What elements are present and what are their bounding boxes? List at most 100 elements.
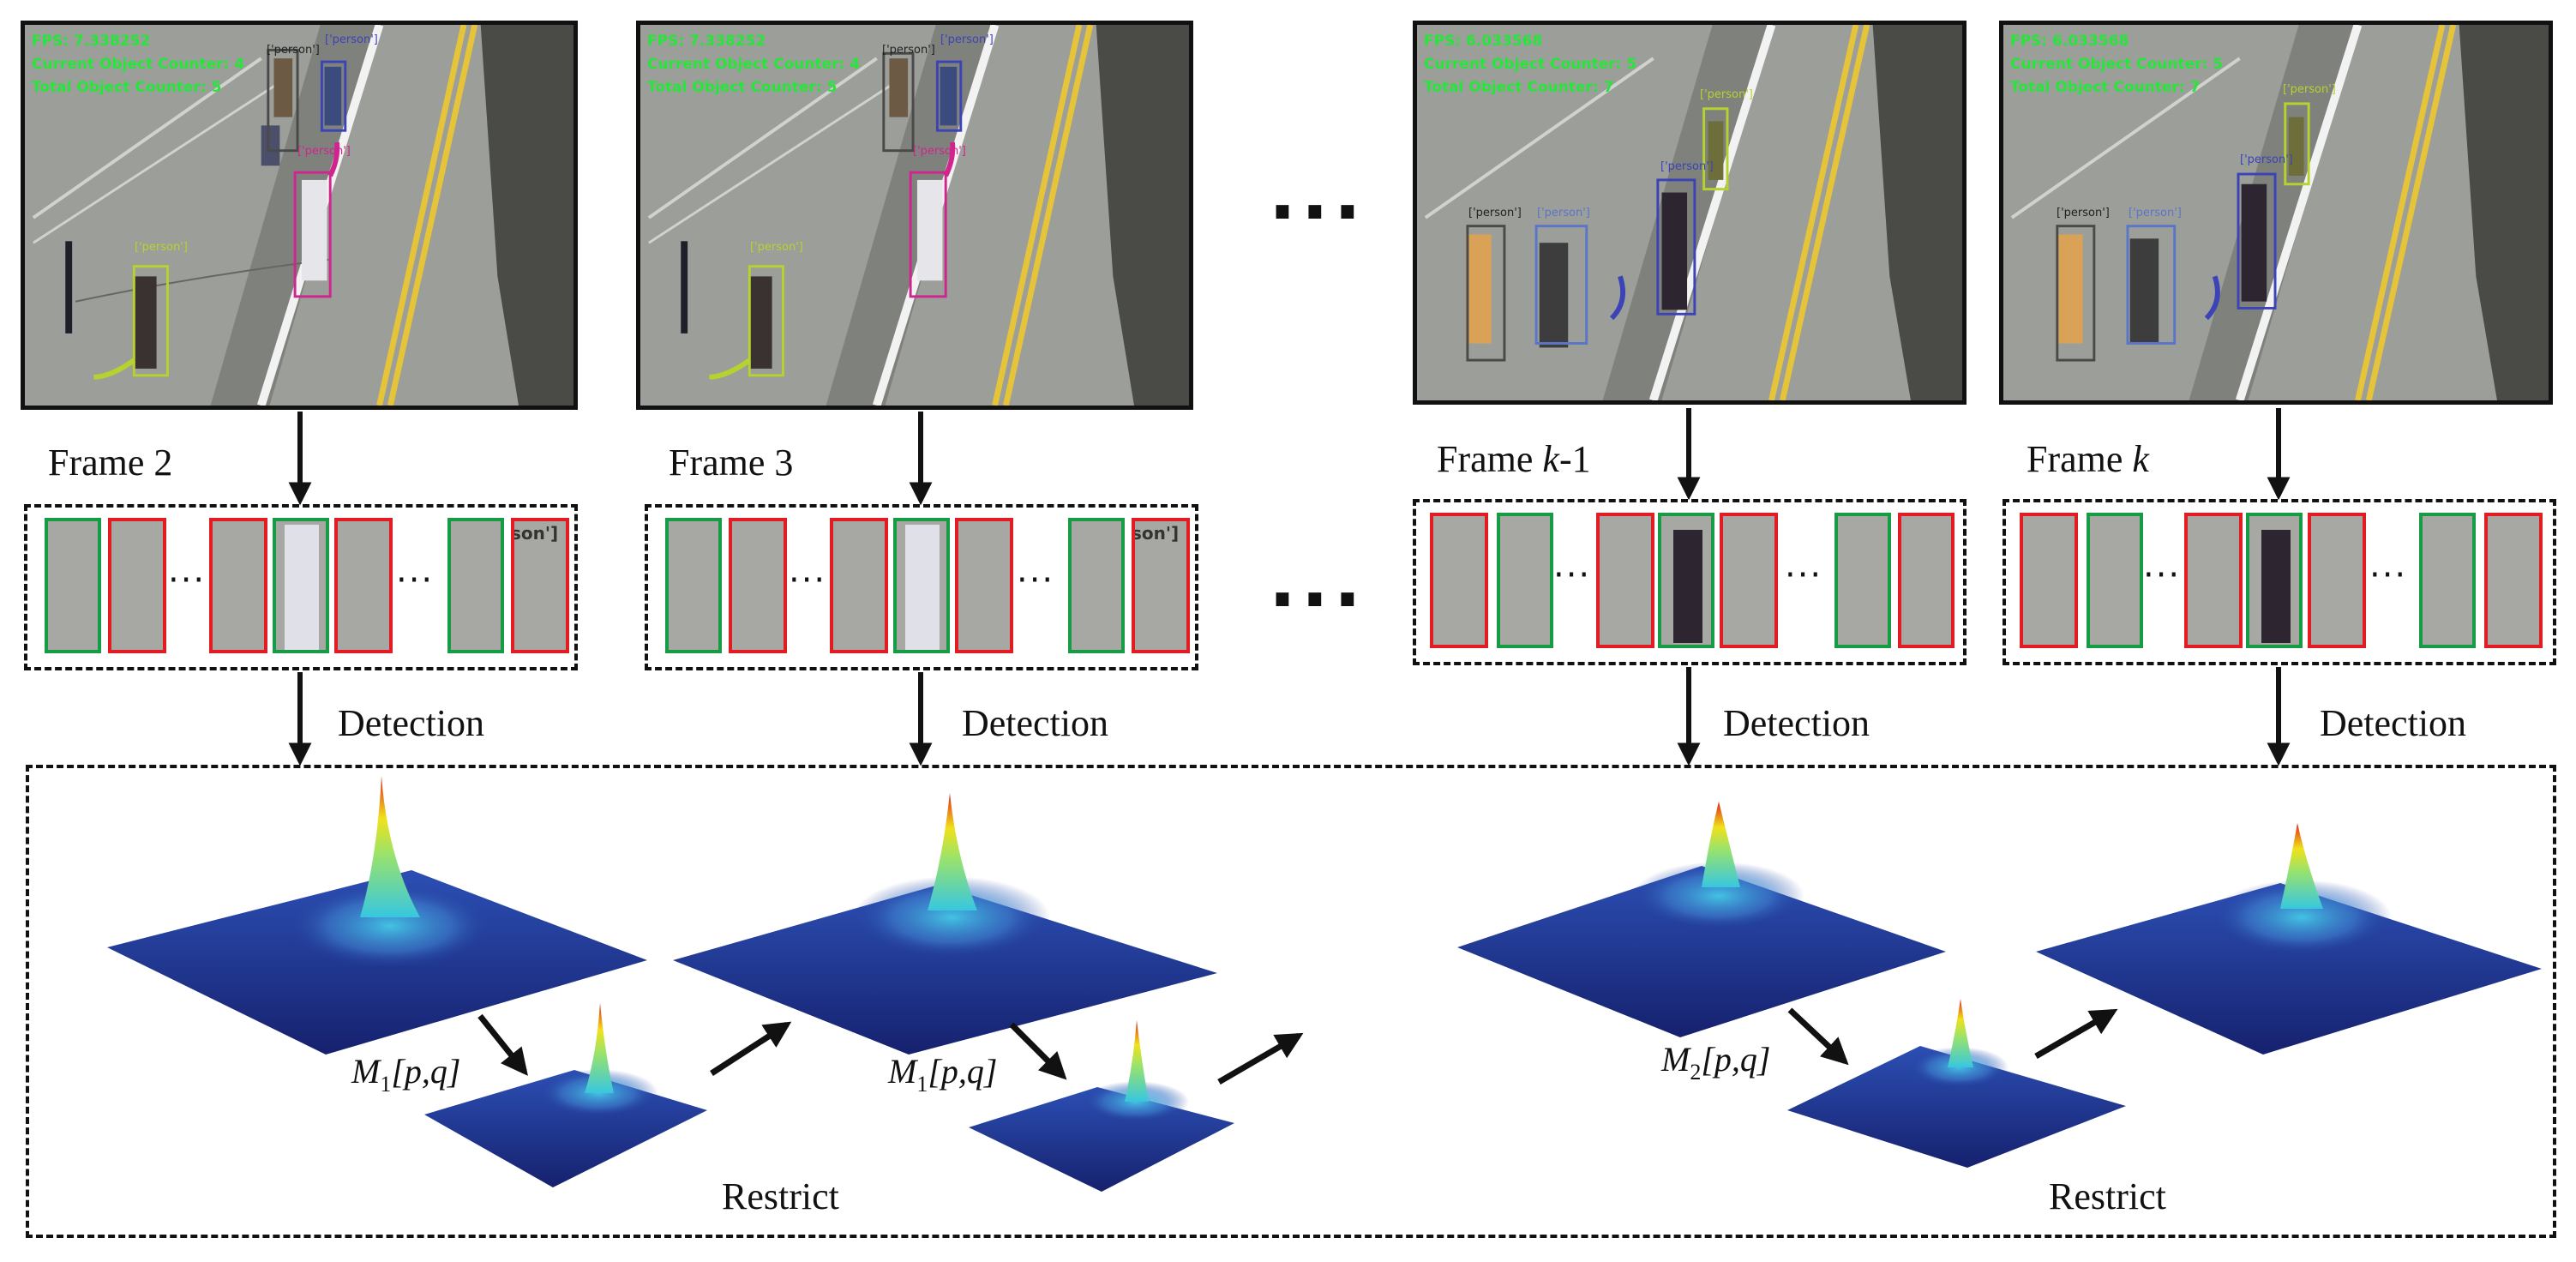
crop-tile bbox=[108, 518, 166, 653]
detection-label-2: Detection bbox=[338, 702, 485, 744]
detection-crops-frame-k: ··· ··· bbox=[2003, 499, 2556, 665]
strip-ellipsis: ··· bbox=[396, 561, 435, 600]
hud-overlay: FPS: 6.033568 Current Object Counter: 5 … bbox=[1424, 30, 1636, 99]
crop-tile bbox=[2308, 513, 2366, 648]
restrict-label: Restrict bbox=[722, 1175, 839, 1217]
crop-tile bbox=[2020, 513, 2078, 648]
crop-tile: son'] bbox=[511, 518, 569, 653]
box-tag: ['person'] bbox=[1660, 160, 1714, 173]
crop-tile bbox=[1658, 513, 1714, 648]
frame-label-k: Frame k bbox=[2027, 438, 2149, 480]
detection-crops-frame-2: ··· ··· son'] bbox=[24, 504, 578, 670]
frame-image-3: FPS: 7.338252 Current Object Counter: 4 … bbox=[636, 21, 1193, 410]
box-tag: ['person'] bbox=[2129, 207, 2182, 219]
frame-image-2: FPS: 7.338252 Current Object Counter: 4 … bbox=[21, 21, 578, 410]
fps-readout: FPS: 7.338252 bbox=[647, 33, 766, 50]
arrow-restrict-down bbox=[477, 1013, 528, 1076]
strip-ellipsis: ··· bbox=[1017, 561, 1055, 600]
hud-overlay: FPS: 6.033568 Current Object Counter: 5 … bbox=[2010, 30, 2223, 99]
crop-tile bbox=[2184, 513, 2243, 648]
box-tag: ['person'] bbox=[325, 33, 378, 46]
crop-tile bbox=[2246, 513, 2303, 648]
top-ellipsis: ··· bbox=[1269, 170, 1366, 254]
box-tag: ['person'] bbox=[267, 44, 320, 57]
detection-label-k: Detection bbox=[2320, 702, 2467, 744]
crop-tile bbox=[1497, 513, 1553, 648]
crop-tile bbox=[729, 518, 787, 653]
box-tag: ['person'] bbox=[2240, 153, 2293, 166]
response-map-small bbox=[1787, 999, 2126, 1168]
strip-ellipsis: ··· bbox=[789, 561, 827, 600]
strip-ellipsis: ··· bbox=[168, 561, 207, 600]
crop-tile bbox=[893, 518, 950, 653]
crop-tile bbox=[273, 518, 329, 653]
detection-crops-frame-k-minus-1: ··· ··· bbox=[1413, 499, 1967, 665]
arrow-restrict-up bbox=[2034, 1008, 2118, 1060]
crop-tile bbox=[1596, 513, 1654, 648]
street-scene bbox=[25, 25, 573, 406]
crop-tile bbox=[1720, 513, 1778, 648]
crop-tile: son'] bbox=[1132, 518, 1190, 653]
box-tag: ['person'] bbox=[2057, 207, 2110, 219]
total-counter: Total Object Counter: 5 bbox=[647, 79, 838, 96]
crop-tile bbox=[447, 518, 504, 653]
box-tag: ['person'] bbox=[2283, 83, 2336, 96]
box-tag: ['person'] bbox=[750, 241, 803, 254]
current-counter: Current Object Counter: 4 bbox=[647, 56, 861, 73]
frame-image-k: FPS: 6.033568 Current Object Counter: 5 … bbox=[1999, 21, 2553, 405]
crop-tile bbox=[1430, 513, 1488, 648]
current-counter: Current Object Counter: 4 bbox=[32, 56, 245, 73]
hud-overlay: FPS: 7.338252 Current Object Counter: 4 … bbox=[32, 30, 244, 99]
strip-ellipsis: ··· bbox=[2369, 556, 2408, 595]
street-scene bbox=[1417, 25, 1962, 400]
arrow-restrict-down bbox=[1787, 1007, 1849, 1066]
crop-tile bbox=[1068, 518, 1125, 653]
crop-overlay-text: son'] bbox=[511, 523, 559, 544]
detection-label-k-minus-1: Detection bbox=[1723, 702, 1870, 744]
total-counter: Total Object Counter: 5 bbox=[32, 79, 222, 96]
box-tag: ['person'] bbox=[1700, 88, 1753, 101]
crop-tile bbox=[2087, 513, 2143, 648]
strip-ellipsis: ··· bbox=[1553, 556, 1592, 595]
frame-image-k-minus-1: FPS: 6.033568 Current Object Counter: 5 … bbox=[1413, 21, 1967, 405]
street-scene bbox=[2003, 25, 2549, 400]
response-map-large bbox=[673, 793, 1217, 1055]
fps-readout: FPS: 6.033568 bbox=[1424, 33, 1543, 50]
total-counter: Total Object Counter: 7 bbox=[1424, 79, 1614, 96]
frame-label-3: Frame 3 bbox=[669, 442, 794, 484]
response-map-large bbox=[107, 776, 647, 1055]
crop-tile bbox=[665, 518, 722, 653]
response-map-panel bbox=[26, 765, 2556, 1238]
transform-label-m1: M1[p,q] bbox=[351, 1052, 461, 1097]
total-counter: Total Object Counter: 7 bbox=[2010, 79, 2201, 96]
crop-tile bbox=[334, 518, 393, 653]
box-tag: ['person'] bbox=[882, 44, 935, 57]
detection-label-3: Detection bbox=[962, 702, 1109, 744]
crop-tile bbox=[830, 518, 888, 653]
box-tag: ['person'] bbox=[1537, 207, 1590, 219]
box-tag: ['person'] bbox=[297, 145, 351, 158]
transform-label-m2: M2[p,q] bbox=[1661, 1040, 1771, 1085]
crop-tile bbox=[955, 518, 1013, 653]
current-counter: Current Object Counter: 5 bbox=[2010, 56, 2224, 73]
response-map-large bbox=[2036, 823, 2542, 1055]
crop-tile bbox=[1898, 513, 1955, 648]
frame-label-k-minus-1: Frame k-1 bbox=[1437, 438, 1591, 480]
crop-overlay-text: son'] bbox=[1132, 523, 1180, 544]
arrow-restrict-up bbox=[710, 1021, 792, 1076]
current-counter: Current Object Counter: 5 bbox=[1424, 56, 1637, 73]
crop-tile bbox=[45, 518, 101, 653]
crop-tile bbox=[2419, 513, 2476, 648]
response-map-large bbox=[1457, 802, 1946, 1037]
box-tag: ['person'] bbox=[1468, 207, 1522, 219]
crop-tile bbox=[209, 518, 267, 653]
middle-ellipsis: ··· bbox=[1269, 557, 1366, 641]
box-tag: ['person'] bbox=[913, 145, 966, 158]
frame-label-2: Frame 2 bbox=[48, 442, 173, 484]
crop-tile bbox=[2484, 513, 2543, 648]
strip-ellipsis: ··· bbox=[1785, 556, 1823, 595]
detection-crops-frame-3: ··· ··· son'] bbox=[645, 504, 1198, 670]
fps-readout: FPS: 7.338252 bbox=[32, 33, 151, 50]
arrow-restrict-up bbox=[1217, 1032, 1304, 1085]
